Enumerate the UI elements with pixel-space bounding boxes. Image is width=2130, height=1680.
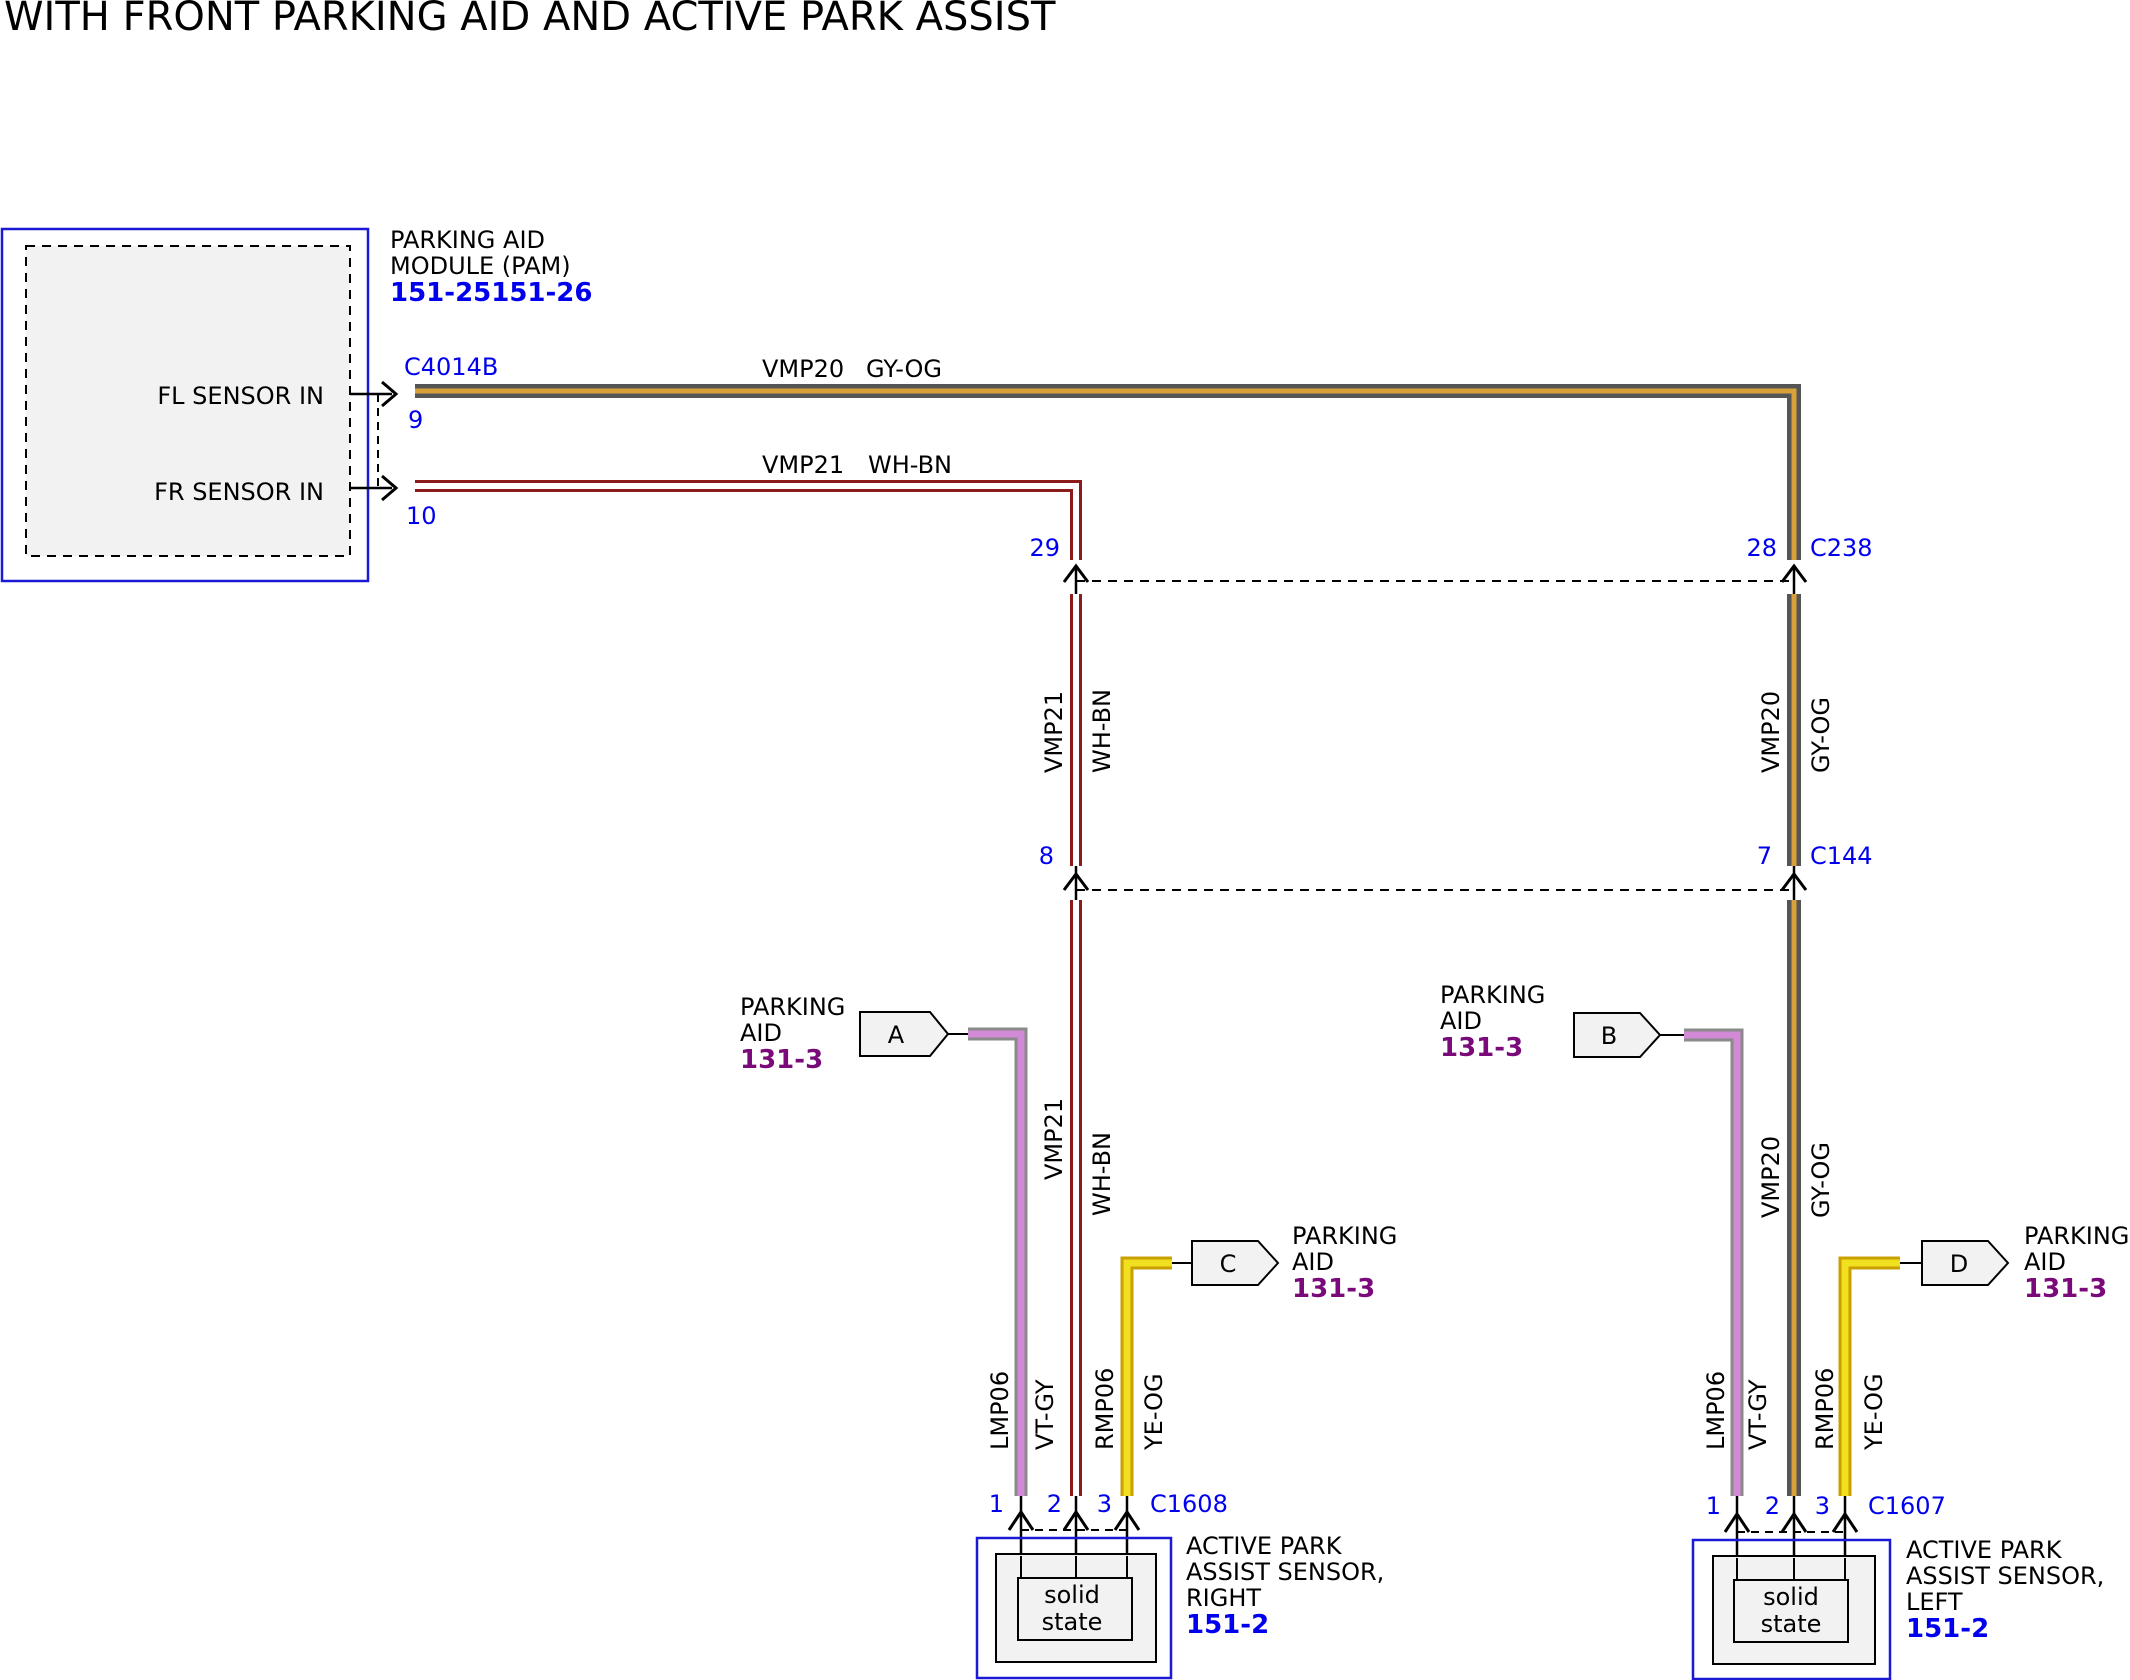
c1607-label[interactable]: C1607 bbox=[1868, 1492, 1946, 1520]
vmp21-top-color: WH-BN bbox=[868, 451, 952, 479]
left-sensor-name-line1: ACTIVE PARK bbox=[1906, 1536, 2063, 1564]
c1608-pin-2: 2 bbox=[1047, 1490, 1062, 1518]
vmp21-lower-circuit: VMP21 bbox=[1040, 1098, 1068, 1180]
c238-pin-28: 28 bbox=[1746, 534, 1777, 562]
fl-pin-number: 9 bbox=[408, 406, 423, 434]
fr-pin-number: 10 bbox=[406, 502, 437, 530]
right-sensor-name-line3: RIGHT bbox=[1186, 1584, 1261, 1612]
flag-b-line1: PARKING bbox=[1440, 981, 1545, 1009]
right-sensor-outline bbox=[975, 1536, 1173, 1680]
flag-a-letter: A bbox=[888, 1021, 905, 1049]
c1607-pin-1: 1 bbox=[1706, 1492, 1721, 1520]
rmp06-right-color: YE-OG bbox=[1140, 1373, 1168, 1451]
flag-a[interactable]: A bbox=[859, 1011, 950, 1057]
flag-b[interactable]: B bbox=[1573, 1012, 1662, 1058]
left-sensor-name-line2: ASSIST SENSOR, bbox=[1906, 1562, 2104, 1590]
left-sensor-name-line3: LEFT bbox=[1906, 1588, 1963, 1616]
pam-inner-box bbox=[25, 245, 351, 557]
pam-name-line2: MODULE (PAM) bbox=[390, 252, 571, 280]
wire-lmp06-left[interactable] bbox=[1684, 1028, 1744, 1496]
fr-sensor-in-label: FR SENSOR IN bbox=[154, 478, 324, 506]
rmp06-left-circuit: RMP06 bbox=[1811, 1368, 1839, 1450]
c238-pin-29: 29 bbox=[1029, 534, 1060, 562]
fr-pin-terminal-icon bbox=[381, 474, 399, 502]
flag-b-ref[interactable]: 131-3 bbox=[1440, 1033, 1523, 1063]
wire-vmp20-top[interactable] bbox=[415, 384, 1801, 560]
vmp21-middle-color: WH-BN bbox=[1088, 689, 1116, 773]
c144-connector[interactable] bbox=[1062, 866, 1808, 900]
flag-c-letter: C bbox=[1220, 1250, 1237, 1278]
flag-c-line1: PARKING bbox=[1292, 1222, 1397, 1250]
c1608-connector[interactable] bbox=[1007, 1496, 1141, 1556]
right-sensor-inner-line2: state bbox=[1042, 1608, 1103, 1636]
right-sensor-ref[interactable]: 151-2 bbox=[1186, 1610, 1269, 1640]
wire-rmp06-right[interactable] bbox=[1120, 1256, 1172, 1496]
rmp06-left-color: YE-OG bbox=[1860, 1373, 1888, 1451]
active-park-assist-sensor-right[interactable] bbox=[975, 1536, 1173, 1680]
fl-pin-terminal-icon bbox=[381, 380, 399, 408]
c4014b-label[interactable]: C4014B bbox=[404, 353, 498, 381]
fl-sensor-in-label: FL SENSOR IN bbox=[157, 382, 324, 410]
c144-label[interactable]: C144 bbox=[1810, 842, 1873, 870]
pam-ref[interactable]: 151-25151-26 bbox=[390, 278, 593, 308]
vmp21-lower-color: WH-BN bbox=[1088, 1132, 1116, 1216]
right-sensor-name-line2: ASSIST SENSOR, bbox=[1186, 1558, 1384, 1586]
vmp21-middle-circuit: VMP21 bbox=[1040, 691, 1068, 773]
flag-c-line2: AID bbox=[1292, 1248, 1334, 1276]
lmp06-left-circuit: LMP06 bbox=[1702, 1371, 1730, 1450]
left-sensor-inner-line1: solid bbox=[1763, 1583, 1819, 1611]
c1607-connector[interactable] bbox=[1723, 1496, 1859, 1558]
c144-pin-8: 8 bbox=[1039, 842, 1054, 870]
diagram-title: WITH FRONT PARKING AID AND ACTIVE PARK A… bbox=[4, 0, 1056, 40]
active-park-assist-sensor-left[interactable] bbox=[1691, 1538, 1892, 1680]
vmp20-top-circuit: VMP20 bbox=[762, 355, 844, 383]
flag-d-line1: PARKING bbox=[2024, 1222, 2129, 1250]
parking-aid-module[interactable] bbox=[0, 227, 370, 583]
vmp20-middle-circuit: VMP20 bbox=[1757, 691, 1785, 773]
right-sensor-name-line1: ACTIVE PARK bbox=[1186, 1532, 1343, 1560]
vmp21-top-circuit: VMP21 bbox=[762, 451, 844, 479]
left-sensor-outline bbox=[1691, 1538, 1892, 1680]
c1608-pin-1: 1 bbox=[989, 1490, 1004, 1518]
pam-outline bbox=[0, 227, 370, 583]
vmp20-top-color: GY-OG bbox=[866, 355, 942, 383]
rmp06-right-circuit: RMP06 bbox=[1091, 1368, 1119, 1450]
c1607-pin-2: 2 bbox=[1765, 1492, 1780, 1520]
wire-rmp06-left[interactable] bbox=[1838, 1256, 1900, 1496]
flag-b-letter: B bbox=[1601, 1022, 1617, 1050]
flag-d-letter: D bbox=[1950, 1250, 1968, 1278]
left-sensor-inner-line2: state bbox=[1761, 1610, 1822, 1638]
flag-d-line2: AID bbox=[2024, 1248, 2066, 1276]
c238-label[interactable]: C238 bbox=[1810, 534, 1873, 562]
c238-connector[interactable] bbox=[1062, 563, 1808, 594]
flag-d-ref[interactable]: 131-3 bbox=[2024, 1274, 2107, 1304]
flag-b-line2: AID bbox=[1440, 1007, 1482, 1035]
c1608-pin-3: 3 bbox=[1097, 1490, 1112, 1518]
lmp06-right-color: VT-GY bbox=[1031, 1379, 1059, 1450]
flag-c-ref[interactable]: 131-3 bbox=[1292, 1274, 1375, 1304]
flag-a-line1: PARKING bbox=[740, 993, 845, 1021]
c144-pin-7: 7 bbox=[1757, 842, 1772, 870]
vmp20-lower-circuit: VMP20 bbox=[1757, 1136, 1785, 1218]
c1608-label[interactable]: C1608 bbox=[1150, 1490, 1228, 1518]
flag-a-ref[interactable]: 131-3 bbox=[740, 1045, 823, 1075]
right-sensor-inner-line1: solid bbox=[1044, 1581, 1100, 1609]
wire-lmp06-right[interactable] bbox=[968, 1027, 1028, 1496]
vmp20-lower-color: GY-OG bbox=[1807, 1142, 1835, 1218]
vmp20-middle-color: GY-OG bbox=[1807, 697, 1835, 773]
left-sensor-ref[interactable]: 151-2 bbox=[1906, 1614, 1989, 1644]
wire-vmp21-top[interactable] bbox=[415, 480, 1082, 560]
flag-a-line2: AID bbox=[740, 1019, 782, 1047]
flag-d[interactable]: D bbox=[1921, 1240, 2010, 1286]
lmp06-right-circuit: LMP06 bbox=[986, 1371, 1014, 1450]
c1607-pin-3: 3 bbox=[1815, 1492, 1830, 1520]
flag-c[interactable]: C bbox=[1191, 1240, 1280, 1286]
pam-name-line1: PARKING AID bbox=[390, 226, 545, 254]
lmp06-left-color: VT-GY bbox=[1744, 1379, 1772, 1450]
